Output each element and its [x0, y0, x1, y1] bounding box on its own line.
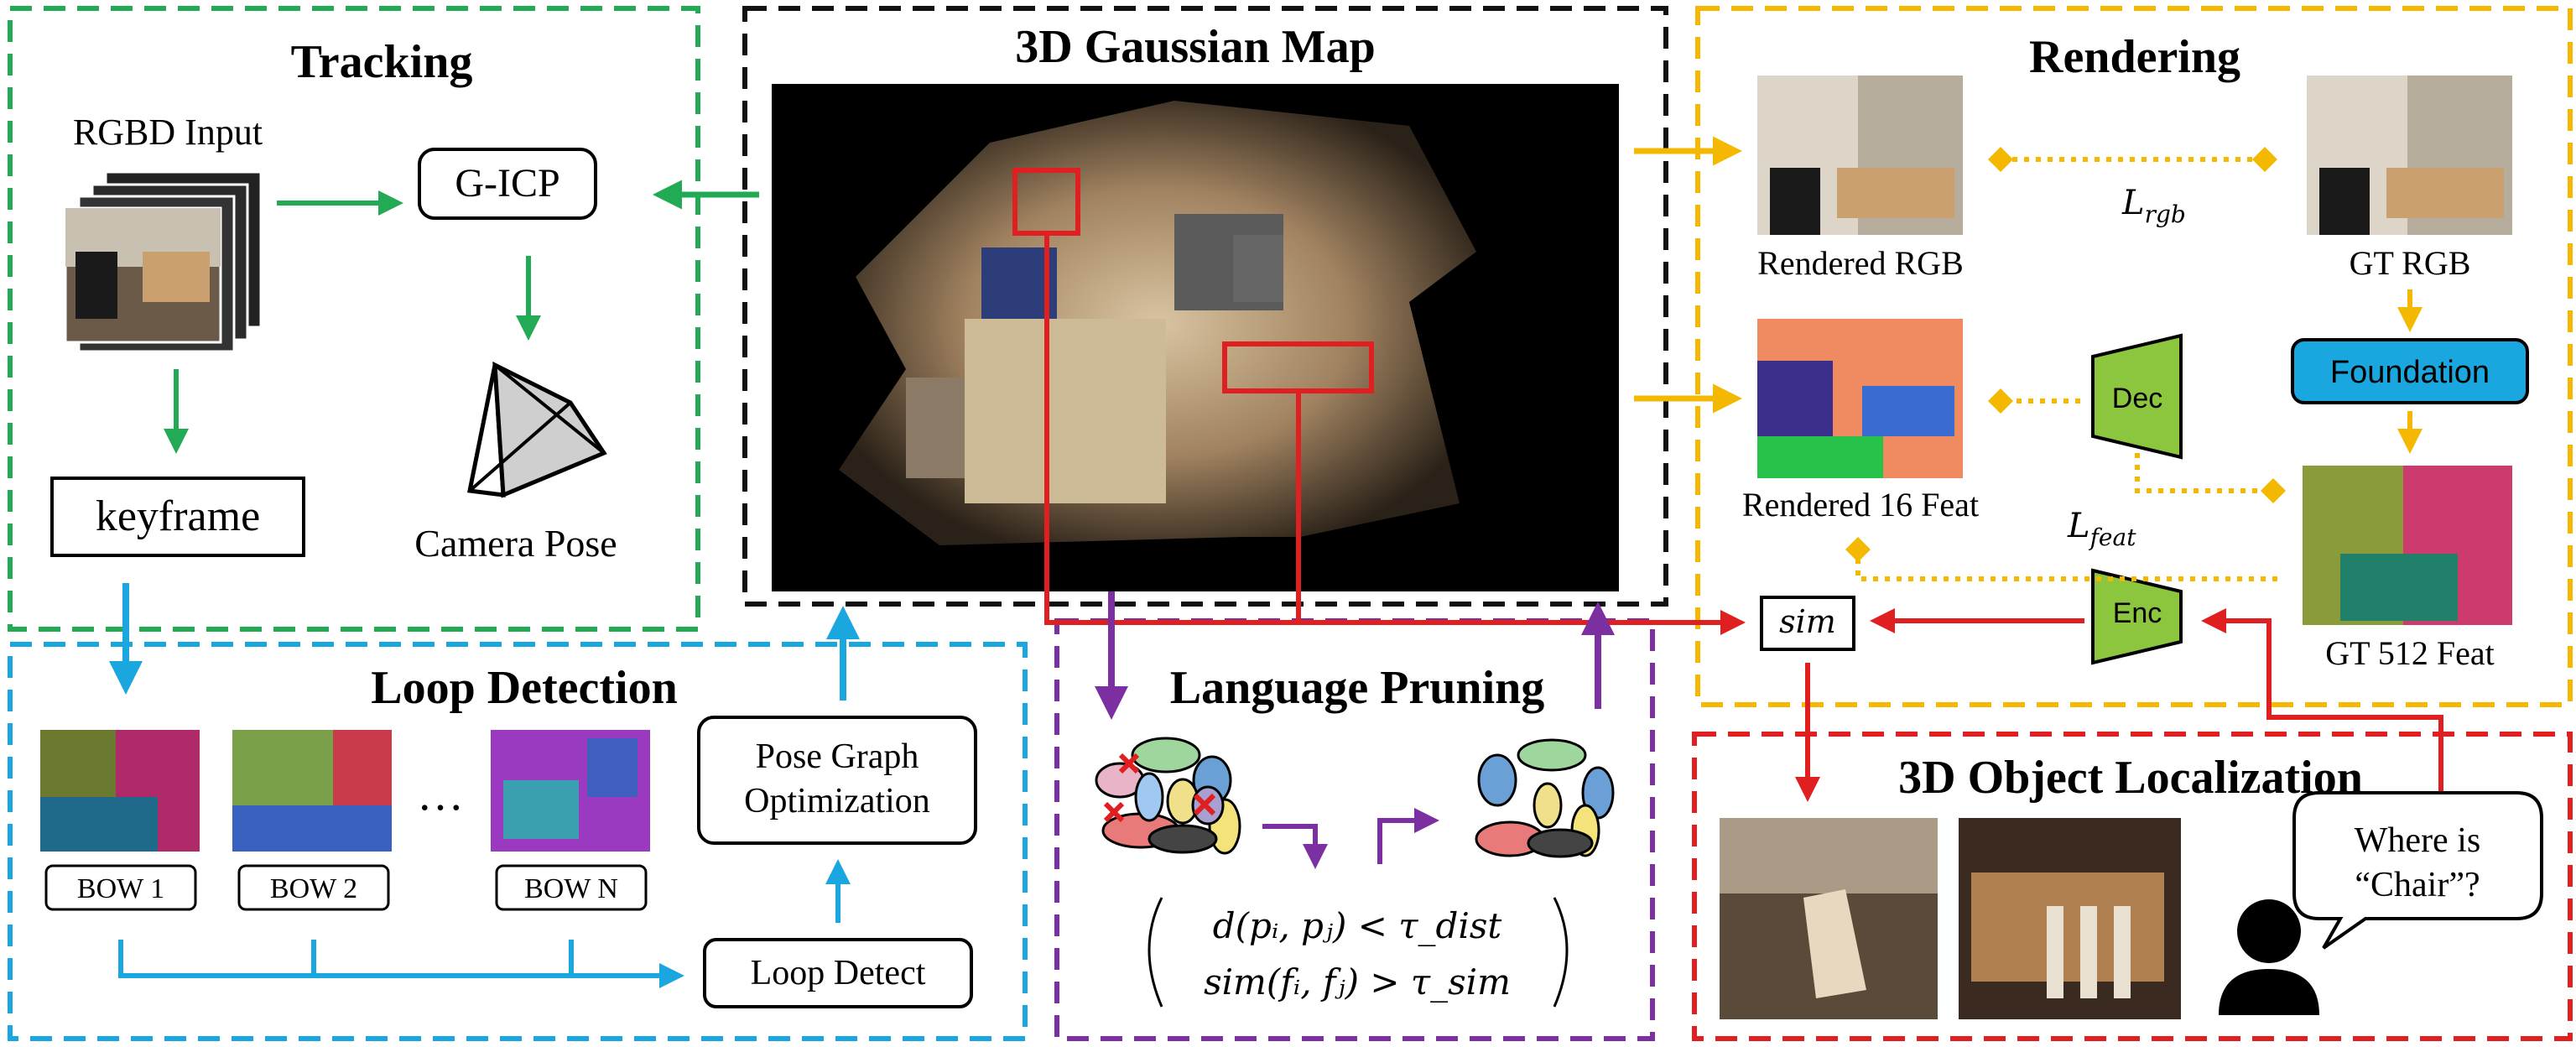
- gt-feat-label: GT 512 Feat: [2325, 634, 2494, 672]
- loss-feat-label: Lfeat: [2067, 507, 2136, 551]
- query-line-2: “Chair”?: [2355, 866, 2480, 904]
- loop-detection-title: Loop Detection: [371, 662, 678, 714]
- pgo-label-2: Optimization: [744, 782, 930, 820]
- loss-feat-line: [2135, 453, 2286, 503]
- language-pruning-title: Language Pruning: [1170, 662, 1545, 714]
- foundation-box: [2291, 338, 2529, 404]
- rendering-frame: [1695, 6, 2573, 707]
- rendered-feat-image: [1757, 319, 1963, 478]
- gaussian-map-title: 3D Gaussian Map: [1015, 21, 1375, 73]
- bow-bracket-line: [118, 940, 684, 988]
- arrow-query-to-enc: [2201, 608, 2443, 810]
- pruning-paren-left: [1147, 897, 1163, 1008]
- tracking-frame: [8, 6, 700, 632]
- loop-detect-label: Loop Detect: [751, 954, 926, 992]
- bow-1-image: [40, 730, 200, 852]
- pgo-box: [697, 716, 977, 845]
- query-line-1: Where is: [2355, 821, 2480, 860]
- query-speech-bubble: [2292, 791, 2543, 950]
- enc-gtfeat-dotted: [1845, 537, 2277, 581]
- dec-label: Dec: [2112, 383, 2162, 414]
- keyframe-label: keyframe: [96, 492, 260, 540]
- gaussians-after-pruning: [1475, 738, 1615, 858]
- gt-rgb-image: [2307, 76, 2512, 235]
- bow-ellipsis: …: [417, 768, 464, 820]
- localization-frame: [1692, 732, 2573, 1041]
- bow-n-label: BOW N: [524, 873, 618, 904]
- gicp-box: [418, 148, 597, 220]
- rgbd-input-label: RGBD Input: [73, 112, 263, 153]
- loss-rgb-label: Lrgb: [2121, 184, 2186, 228]
- gaussians-before-pruning: [1095, 737, 1241, 855]
- sim-label: sim: [1779, 603, 1836, 640]
- gt-rgb-label: GT RGB: [2350, 244, 2471, 282]
- prune-cross-marks: [1103, 753, 1216, 823]
- bow-n-image: [491, 730, 650, 852]
- arrow-map-to-sim: [1044, 235, 1746, 635]
- arrow-prune-down: [1262, 824, 1328, 869]
- loop-detection-frame: [8, 642, 1028, 1041]
- enc-label: Enc: [2113, 597, 2162, 629]
- bow-n-box: [495, 864, 648, 911]
- bow-2-box: [237, 864, 390, 911]
- arrow-prune-up: [1377, 808, 1439, 864]
- pgo-label-1: Pose Graph: [756, 737, 919, 776]
- rendering-title: Rendering: [2029, 31, 2240, 83]
- loop-detect-box: [703, 938, 973, 1008]
- rendered-rgb-label: Rendered RGB: [1757, 244, 1964, 282]
- camera-pose-icon: [467, 361, 607, 498]
- dec-block: [2091, 333, 2183, 460]
- user-icon: [2219, 899, 2319, 1015]
- bow-1-box: [44, 864, 197, 911]
- rendered-rgb-image: [1757, 76, 1963, 235]
- bow-1-label: BOW 1: [77, 873, 164, 904]
- keyframe-box: [50, 477, 305, 557]
- enc-block: [2091, 568, 2183, 665]
- pruning-paren-right: [1553, 897, 1569, 1008]
- foundation-label: Foundation: [2330, 355, 2490, 390]
- localization-title: 3D Object Localization: [1898, 752, 2363, 804]
- pruning-condition-distance: d(pᵢ, pⱼ) < τ_dist: [1213, 905, 1502, 946]
- tracking-title: Tracking: [291, 36, 473, 88]
- language-pruning-frame: [1054, 618, 1655, 1041]
- localization-result-chair: [1720, 818, 1938, 1019]
- localization-result-stools: [1959, 818, 2181, 1019]
- bow-2-image: [232, 730, 392, 852]
- pruning-condition-similarity: sim(fᵢ, fⱼ) > τ_sim: [1204, 961, 1511, 1003]
- rendered-feat-label: Rendered 16 Feat: [1742, 486, 1979, 524]
- gt-feat-image: [2303, 466, 2512, 625]
- gaussian-map-render: [772, 84, 1619, 591]
- sim-box: [1760, 596, 1855, 651]
- map-highlight-box-1: [1012, 168, 1080, 236]
- camera-pose-label: Camera Pose: [414, 522, 617, 565]
- gicp-label: G-ICP: [455, 161, 559, 206]
- rgbd-frame-stack: [64, 170, 263, 353]
- bow-2-label: BOW 2: [270, 873, 357, 904]
- gaussian-map-frame: [742, 6, 1668, 607]
